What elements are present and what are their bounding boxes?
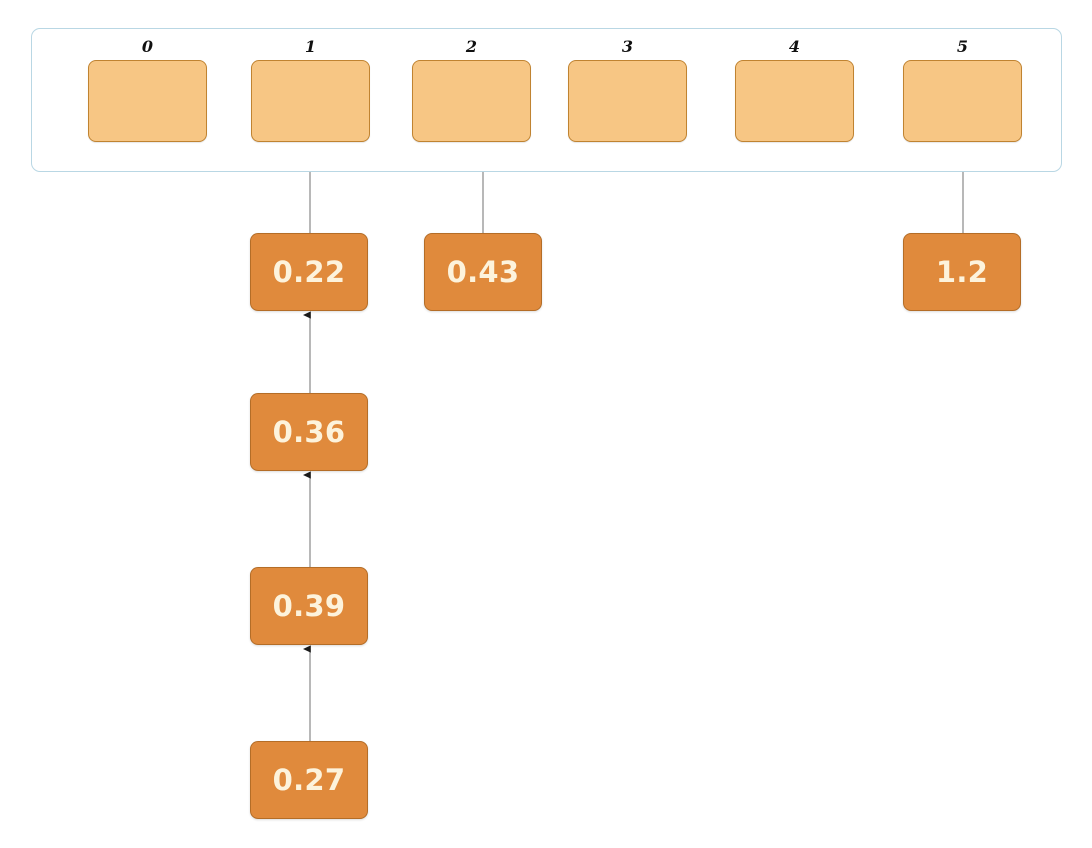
slot-box-3[interactable]: [568, 60, 687, 142]
value-node-0.39[interactable]: 0.39: [250, 567, 368, 645]
value-node-label: 0.22: [272, 254, 346, 289]
slot-index-label-0: 0: [141, 37, 154, 56]
slot-index-label-5: 5: [956, 37, 969, 56]
value-node-0.22[interactable]: 0.22: [250, 233, 368, 311]
value-node-0.36[interactable]: 0.36: [250, 393, 368, 471]
value-node-label: 0.43: [446, 254, 520, 289]
value-node-0.27[interactable]: 0.27: [250, 741, 368, 819]
value-node-label: 0.36: [272, 414, 346, 449]
value-node-label: 1.2: [935, 254, 989, 289]
edge-lines: [303, 142, 964, 741]
value-node-label: 0.39: [272, 588, 346, 623]
slot-box-1[interactable]: [251, 60, 370, 142]
slot-box-4[interactable]: [735, 60, 854, 142]
slot-box-5[interactable]: [903, 60, 1022, 142]
slot-index-label-4: 4: [788, 37, 801, 56]
value-node-1.2[interactable]: 1.2: [903, 233, 1021, 311]
value-node-label: 0.27: [272, 762, 346, 797]
slot-box-2[interactable]: [412, 60, 531, 142]
slot-index-label-1: 1: [304, 37, 317, 56]
slot-index-label-2: 2: [465, 37, 478, 56]
value-node-0.43[interactable]: 0.43: [424, 233, 542, 311]
slot-box-0[interactable]: [88, 60, 207, 142]
slot-index-label-3: 3: [621, 37, 634, 56]
